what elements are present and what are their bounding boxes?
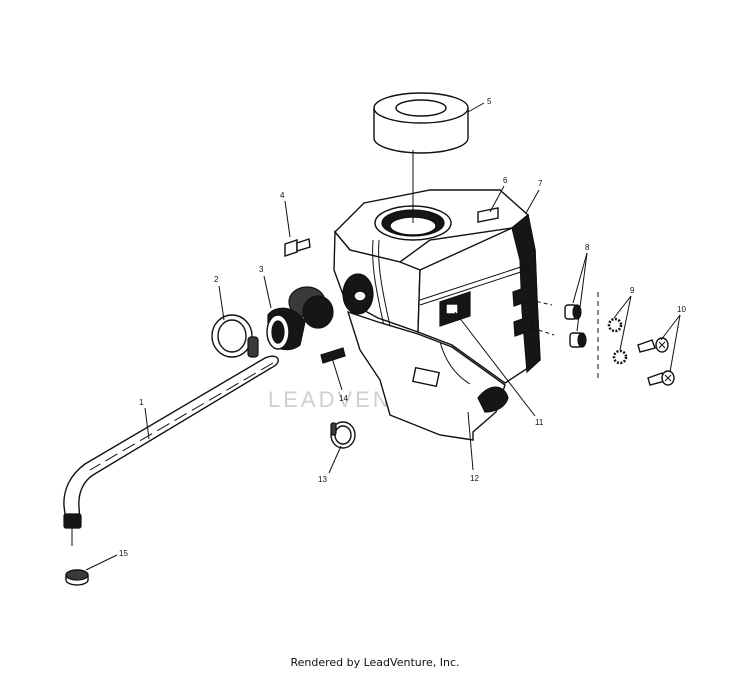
callout-4: 4 — [280, 191, 285, 200]
part-lower-cover — [346, 310, 509, 441]
part-foam-filter — [373, 92, 469, 154]
part-bolt — [284, 238, 311, 257]
callout-11: 11 — [535, 418, 544, 427]
callout-6: 6 — [503, 176, 508, 185]
part-air-box — [333, 189, 541, 413]
callout-15: 15 — [119, 549, 128, 558]
part-hose-clamp — [211, 314, 259, 358]
callout-9: 9 — [630, 286, 635, 295]
part-screws — [637, 337, 675, 386]
callout-3: 3 — [259, 265, 264, 274]
callout-1: 1 — [139, 398, 144, 407]
callout-7: 7 — [538, 179, 543, 188]
part-grommets — [564, 304, 587, 348]
part-intake-boot — [266, 286, 334, 351]
part-spring-clip — [330, 421, 356, 449]
leader-lines — [85, 102, 681, 571]
part-stud — [320, 347, 346, 364]
part-vent-tube — [63, 355, 279, 546]
footer-credit: Rendered by LeadVenture, Inc. — [290, 656, 460, 669]
callout-14: 14 — [339, 394, 348, 403]
callout-8: 8 — [585, 243, 590, 252]
callout-5: 5 — [487, 97, 492, 106]
callout-12: 12 — [470, 474, 479, 483]
part-star-washers — [607, 317, 628, 365]
callout-13: 13 — [318, 475, 327, 484]
callout-10: 10 — [677, 305, 686, 314]
callout-2: 2 — [214, 275, 219, 284]
part-cap — [65, 569, 89, 586]
